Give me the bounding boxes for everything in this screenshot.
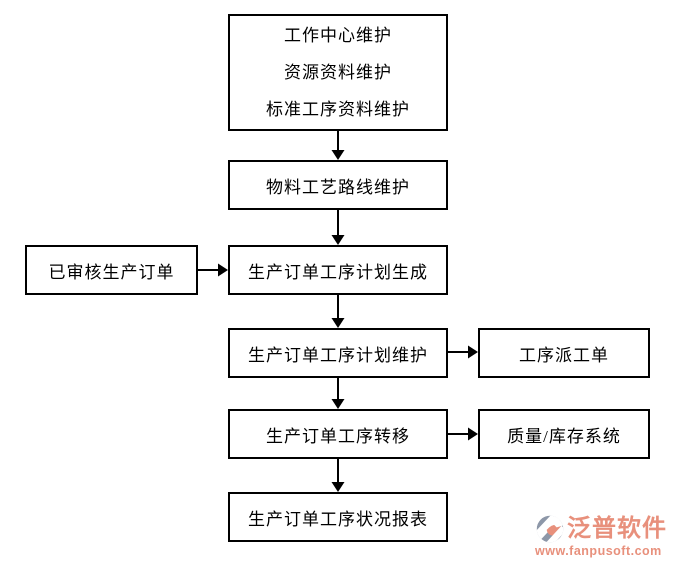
box-approved-production-order: 已审核生产订单 [25,245,198,295]
fanpu-logo: 泛普软件 www.fanpusoft.com [535,514,685,558]
box-operation-dispatch-order: 工序派工单 [478,328,650,378]
box-operation-plan-generation: 生产订单工序计划生成 [228,245,448,295]
arrow-top-to-routing [331,131,345,160]
box-work-center-maintenance: 工作中心维护 资源资料维护 标准工序资料维护 [228,14,448,131]
arrow-approved-to-generation [198,263,228,277]
arrow-maintenance-to-transfer [331,378,345,409]
box-line-work-center: 工作中心维护 [284,26,392,45]
box-operation-plan-maintenance: 生产订单工序计划维护 [228,328,448,378]
logo-website-text: www.fanpusoft.com [535,544,662,558]
logo-brand-text: 泛普软件 [567,515,667,542]
arrow-generation-to-maintenance [331,295,345,328]
box-line-standard-operation-data: 标准工序资料维护 [266,100,410,119]
arrow-transfer-to-report [331,459,345,492]
box-quality-inventory-system: 质量/库存系统 [478,409,650,459]
box-operation-status-report: 生产订单工序状况报表 [228,492,448,542]
box-line-resource-data: 资源资料维护 [284,63,392,82]
fanpu-circle-icon [536,515,564,543]
box-operation-transfer: 生产订单工序转移 [228,409,448,459]
arrow-transfer-to-quality [448,427,478,441]
arrow-maintenance-to-dispatch [448,345,478,359]
arrow-routing-to-generation [331,210,345,245]
box-material-routing-maintenance: 物料工艺路线维护 [228,160,448,210]
